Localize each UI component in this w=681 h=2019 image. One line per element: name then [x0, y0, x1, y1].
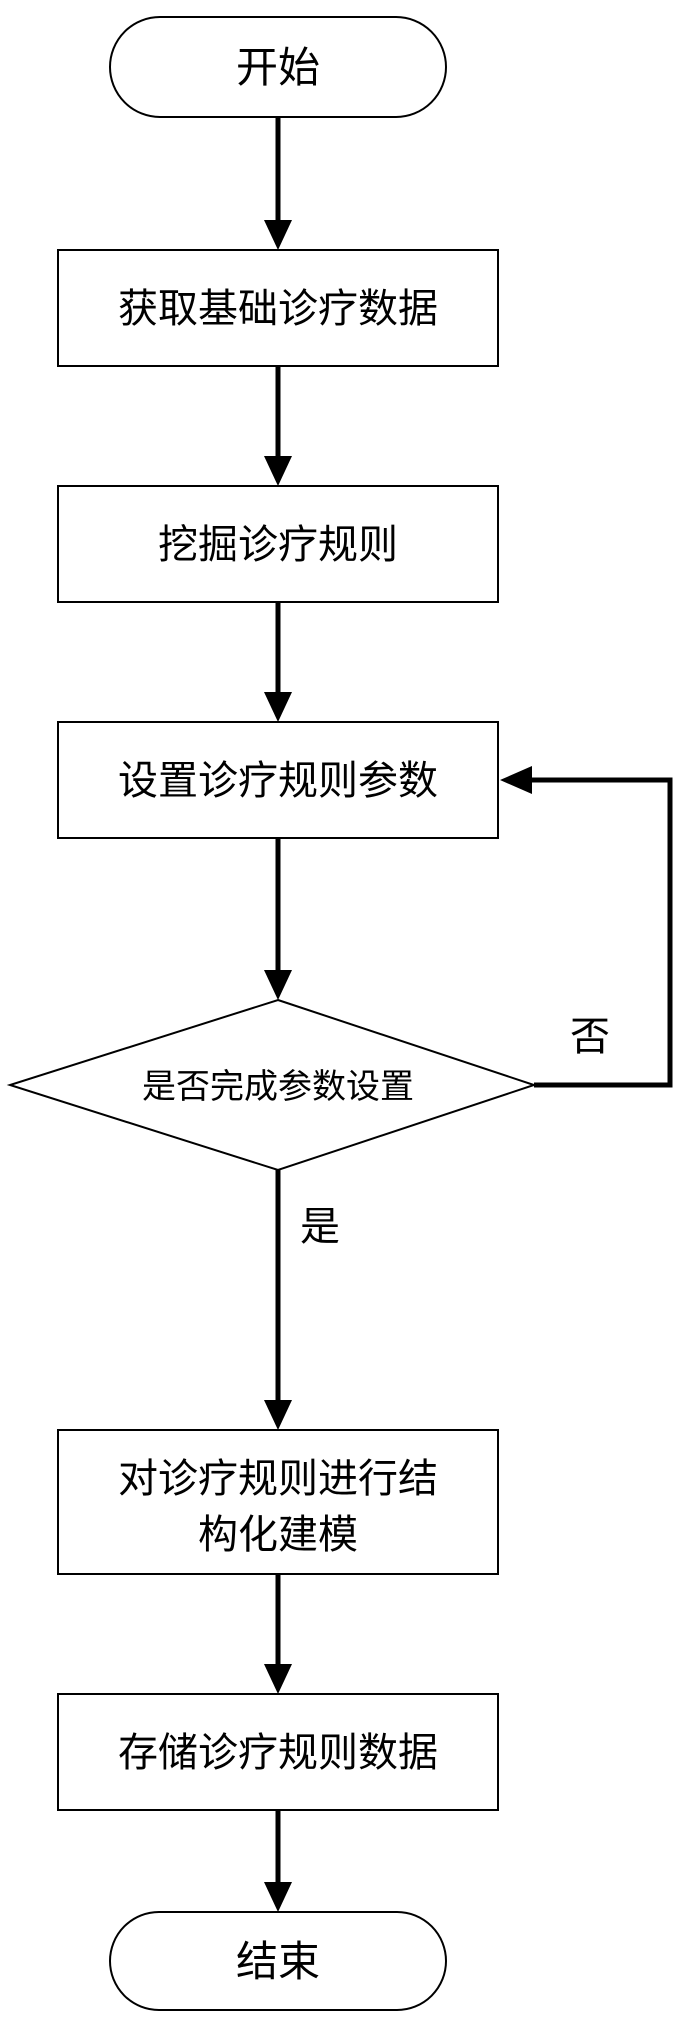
start-node: 开始	[109, 16, 447, 118]
model-node: 对诊疗规则进行结 构化建模	[57, 1429, 499, 1575]
edge-line	[532, 777, 673, 1088]
arrow-head	[264, 456, 292, 486]
edge-model-to-store	[264, 1574, 292, 1694]
edge-mine-rules-to-set-params	[264, 602, 292, 722]
get-data-node: 获取基础诊疗数据	[57, 249, 499, 367]
model-label-line1: 对诊疗规则进行结	[118, 1456, 438, 1502]
get-data-shape	[57, 249, 499, 367]
arrow-head	[264, 220, 292, 250]
end-node: 结束	[109, 1911, 447, 2011]
set-params-node: 设置诊疗规则参数	[57, 721, 499, 839]
decision-label: 是否完成参数设置	[142, 1067, 414, 1107]
decision-node: 是否完成参数设置	[6, 998, 538, 1172]
mine-rules-label: 挖掘诊疗规则	[158, 522, 398, 568]
store-label: 存储诊疗规则数据	[118, 1730, 438, 1776]
set-params-shape	[57, 721, 499, 839]
arrow-head	[264, 692, 292, 722]
model-label-line2: 构化建模	[198, 1512, 358, 1558]
end-shape	[109, 1911, 447, 2011]
arrow-head	[264, 1664, 292, 1694]
mine-rules-node: 挖掘诊疗规则	[57, 485, 499, 603]
arrow-head	[264, 1882, 292, 1912]
end-label: 结束	[236, 1937, 320, 1986]
yes-label: 是	[300, 1204, 340, 1250]
set-params-label: 设置诊疗规则参数	[118, 758, 438, 804]
edge-start-to-get-data	[264, 117, 292, 250]
edge-get-data-to-mine-rules	[264, 366, 292, 486]
edge-set-params-to-decision	[264, 838, 292, 1000]
no-label: 否	[570, 1014, 610, 1060]
arrow-head	[264, 970, 292, 1000]
start-label: 开始	[236, 43, 320, 92]
model-shape	[57, 1429, 499, 1575]
store-node: 存储诊疗规则数据	[57, 1693, 499, 1811]
arrow-head	[500, 766, 532, 794]
arrow-head	[264, 1400, 292, 1430]
edge-decision-yes: 是	[264, 1170, 340, 1430]
edge-store-to-end	[264, 1810, 292, 1912]
get-data-label: 获取基础诊疗数据	[118, 286, 438, 332]
edge-decision-no-loop: 否	[500, 766, 673, 1088]
